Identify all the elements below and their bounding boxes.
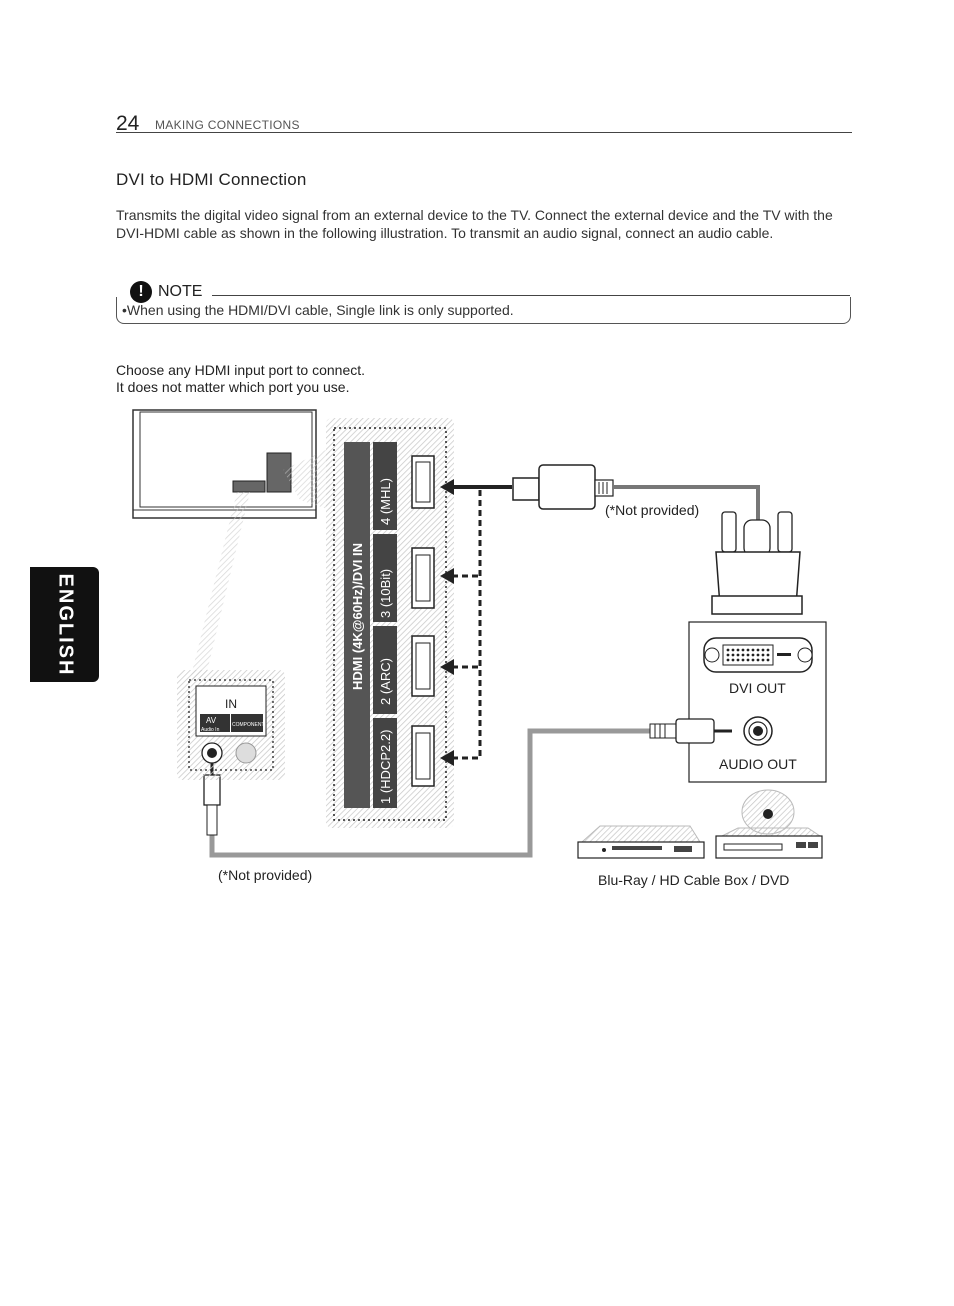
note-label: NOTE [158, 283, 203, 300]
section-label: MAKING CONNECTIONS [155, 118, 300, 132]
hdmi-port-4-label: 4 (MHL) [378, 478, 393, 525]
port-hint-line-1: Choose any HDMI input port to connect. [116, 362, 366, 378]
hdmi-port-4: 4 (MHL) [373, 442, 435, 530]
not-provided-label-bottom: (*Not provided) [218, 867, 312, 883]
dvi-out-label: DVI OUT [729, 680, 786, 696]
hdmi-port-2: 2 (ARC) [373, 626, 435, 714]
hdmi-port-1-label: 1 (HDCP2.2) [378, 730, 393, 804]
hdmi-panel-title: HDMI (4K@60Hz)/DVI IN [350, 543, 365, 690]
devices-caption: Blu-Ray / HD Cable Box / DVD [598, 872, 789, 888]
hdmi-port-2-label: 2 (ARC) [378, 658, 393, 705]
device-panel: DVI OUT AUDIO OUT [688, 621, 827, 783]
page-number: 24 [116, 112, 140, 135]
description-text: Transmits the digital video signal from … [116, 207, 833, 241]
av-panel: IN AV Audio In COMPONENT [177, 670, 285, 780]
note-box [116, 297, 851, 324]
audio-out-label: AUDIO OUT [719, 756, 797, 772]
language-tab: ENGLISH [30, 567, 99, 682]
note-rule [212, 295, 850, 296]
exclamation-icon: ! [130, 281, 152, 303]
hdmi-port-3: 3 (10Bit) [373, 534, 435, 622]
port-arrows [440, 479, 512, 766]
component-label: COMPONENT [232, 722, 265, 728]
language-tab-label: ENGLISH [54, 573, 76, 676]
hdmi-port-3-label: 3 (10Bit) [378, 569, 393, 618]
section-title: DVI to HDMI Connection [116, 170, 307, 189]
av-panel-in-label: IN [225, 697, 237, 711]
hdmi-panel: HDMI (4K@60Hz)/DVI IN 4 (MHL) 3 (10Bit) … [326, 418, 454, 828]
bluray-player-icon [577, 825, 705, 859]
tv-illustration [132, 409, 330, 680]
av-label: AV [206, 716, 217, 725]
hdmi-port-1: 1 (HDCP2.2) [373, 718, 435, 808]
hdmi-dvi-cable [512, 464, 803, 615]
not-provided-label-top: (*Not provided) [605, 502, 699, 518]
dvd-player-icon [715, 789, 823, 859]
port-hint: Choose any HDMI input port to connect. I… [116, 362, 365, 396]
port-hint-line-2: It does not matter which port you use. [116, 379, 350, 395]
header-rule [116, 132, 852, 133]
note-text: •When using the HDMI/DVI cable, Single l… [122, 302, 514, 318]
audio-in-label: Audio In [201, 727, 220, 733]
audio-cable [203, 718, 732, 858]
